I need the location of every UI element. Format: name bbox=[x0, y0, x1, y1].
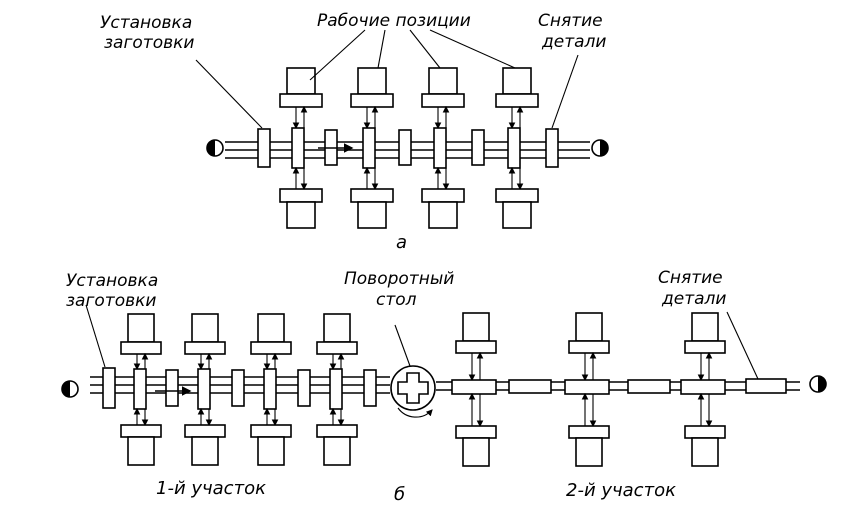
pallet bbox=[471, 129, 485, 166]
unload-station bbox=[745, 378, 787, 394]
work-position-1 bbox=[279, 67, 323, 229]
unload-label-line2: детали bbox=[541, 32, 606, 52]
section-1-label: 1-й участок bbox=[156, 478, 266, 499]
diagram-a: Установка заготовки Рабочие позиции Снят… bbox=[100, 11, 609, 253]
rotary-table-label-line2: стол bbox=[376, 290, 417, 310]
unload-label-line2: детали bbox=[661, 289, 726, 309]
pallet bbox=[165, 369, 179, 407]
pallet bbox=[231, 369, 245, 407]
load-station bbox=[102, 367, 116, 409]
line-end-symbol bbox=[809, 375, 827, 393]
load-label-line2: заготовки bbox=[104, 33, 194, 53]
caption-a: а bbox=[396, 232, 407, 253]
work-position-b2 bbox=[184, 313, 226, 466]
rotary-table-label-line1: Поворотный bbox=[344, 269, 454, 289]
load-label-line1: Установка bbox=[100, 13, 192, 33]
line-end-symbol bbox=[591, 139, 609, 157]
work-position-b5 bbox=[451, 312, 497, 467]
unload-label-line1: Снятие bbox=[538, 11, 603, 31]
load-label-line1: Установка bbox=[66, 271, 158, 291]
work-positions-label: Рабочие позиции bbox=[317, 11, 471, 31]
line-start-symbol bbox=[61, 380, 79, 398]
work-position-3 bbox=[421, 67, 465, 229]
unload-station bbox=[545, 128, 559, 168]
caption-b: б bbox=[394, 484, 405, 505]
pallet bbox=[363, 369, 377, 407]
work-position-b3 bbox=[250, 313, 292, 466]
pallet bbox=[297, 369, 311, 407]
load-label-line2: заготовки bbox=[66, 291, 156, 311]
unload-label-line1: Снятие bbox=[658, 268, 723, 288]
work-position-b6 bbox=[564, 312, 610, 467]
section-2-label: 2-й участок bbox=[566, 480, 676, 501]
work-position-b7 bbox=[680, 312, 726, 467]
work-position-2 bbox=[350, 67, 394, 229]
load-station bbox=[257, 128, 271, 168]
work-position-4 bbox=[495, 67, 539, 229]
pallet bbox=[508, 379, 552, 394]
work-position-b4 bbox=[316, 313, 358, 466]
rotary-table bbox=[390, 365, 436, 418]
work-position-b1 bbox=[120, 313, 162, 466]
pallet bbox=[398, 129, 412, 166]
diagram-b: Установка заготовки Поворотный стол Снят… bbox=[61, 268, 827, 505]
line-start-symbol bbox=[206, 139, 224, 157]
pallet bbox=[627, 379, 671, 394]
